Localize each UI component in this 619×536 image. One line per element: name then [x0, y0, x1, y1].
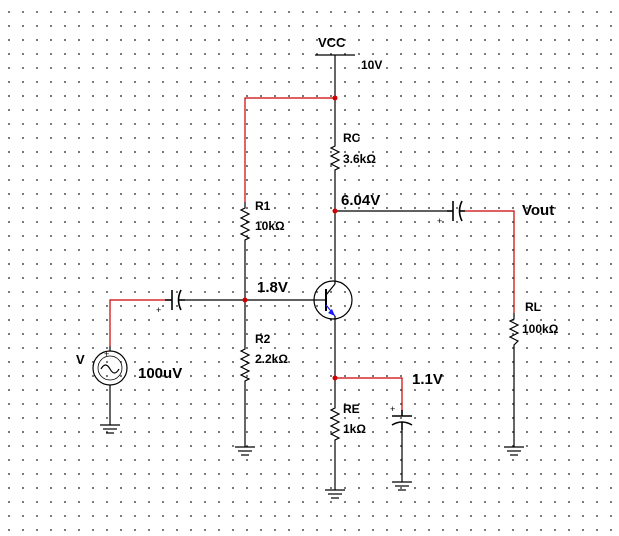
bypass-cap-plus: +: [390, 404, 395, 414]
wires-black: [109, 54, 515, 490]
collector-voltage: 6.04V: [341, 192, 380, 209]
vcc-value: 10V: [361, 58, 382, 72]
svg-text:+: +: [104, 349, 109, 359]
node-base: [242, 297, 248, 303]
bypass-capacitor-icon[interactable]: [391, 410, 413, 430]
resistor-r2-icon[interactable]: [239, 343, 251, 383]
wires-red: [109, 97, 515, 410]
base-voltage: 1.8V: [257, 279, 288, 296]
wire-input: [109, 299, 165, 346]
rl-value: 100kΩ: [522, 322, 559, 336]
rl-label: RL: [525, 300, 541, 314]
cap-in-plus: +: [156, 305, 161, 315]
node-emitter: [332, 375, 338, 381]
resistor-rc-icon[interactable]: [329, 140, 341, 172]
resistor-rl-icon[interactable]: [508, 313, 520, 347]
re-value: 1kΩ: [343, 422, 366, 436]
source-label: V: [76, 352, 85, 367]
r1-label: R1: [255, 199, 271, 213]
rc-value: 3.6kΩ: [343, 152, 376, 166]
wire-r1-top: [244, 97, 335, 202]
node-collector: [332, 208, 338, 214]
vout-label: Vout: [522, 202, 554, 219]
cap-out-plus: +: [437, 216, 442, 226]
capacitor-output-icon[interactable]: [447, 200, 465, 222]
npn-transistor-icon[interactable]: [313, 280, 353, 320]
capacitor-input-icon[interactable]: [165, 289, 185, 311]
rc-label: RC: [343, 131, 361, 145]
re-label: RE: [343, 402, 360, 416]
node-vcc: [332, 95, 338, 101]
source-value: 100uV: [138, 365, 182, 382]
emitter-voltage: 1.1V: [412, 371, 443, 388]
resistor-re-icon[interactable]: [329, 402, 341, 442]
r2-value: 2.2kΩ: [255, 352, 288, 366]
ground-icon: [504, 446, 524, 456]
ac-source-icon[interactable]: +: [92, 346, 128, 390]
ground-icon: [100, 424, 120, 434]
r2-label: R2: [255, 332, 271, 346]
ground-icon: [392, 481, 412, 491]
wire-emitter-cap: [335, 377, 403, 410]
resistor-r1-icon[interactable]: [239, 202, 251, 242]
ground-icon: [235, 446, 255, 456]
r1-value: 10kΩ: [255, 219, 285, 233]
vcc-label: VCC: [318, 35, 346, 50]
ground-icon: [325, 489, 345, 499]
wire-vout: [465, 210, 515, 313]
